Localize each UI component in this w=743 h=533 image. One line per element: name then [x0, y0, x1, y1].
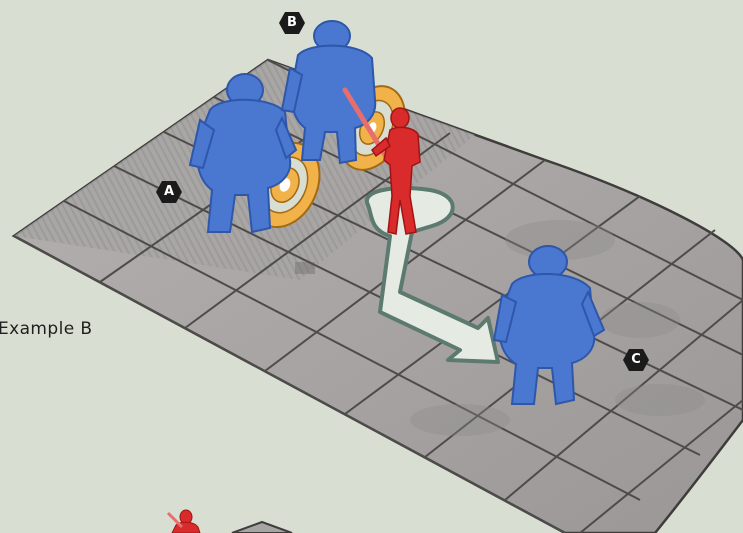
example-title: Example B: [0, 319, 92, 339]
small-player-figure: [168, 510, 200, 533]
marker-c: C: [622, 348, 650, 372]
marker-a: A: [155, 180, 183, 204]
marker-b-label: B: [278, 11, 306, 35]
marker-c-label: C: [622, 348, 650, 372]
board-fragment-bottom: [232, 522, 292, 533]
marker-a-label: A: [155, 180, 183, 204]
marker-b: B: [278, 11, 306, 35]
